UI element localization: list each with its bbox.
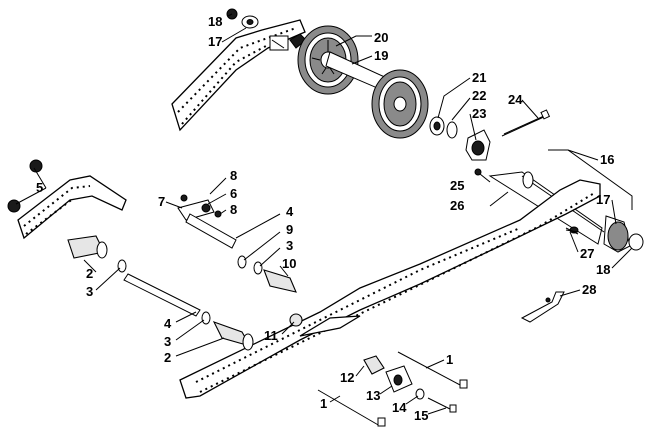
washer-14 [415,388,425,400]
washer-3-right [253,261,263,275]
bearing [429,116,445,136]
callout-18-right: 18 [596,262,610,277]
callout-17-right: 17 [596,192,610,207]
callout-24: 24 [508,92,523,107]
idler-wheel-right [371,69,429,139]
washer-9 [237,255,247,269]
washer-left-upper [117,259,127,273]
bolt-27 [565,227,579,235]
callout-5: 5 [36,180,43,195]
callout-10: 10 [282,256,296,271]
callout-27: 27 [580,246,594,261]
callout-12: 12 [340,370,354,385]
callout-1-left: 1 [320,396,327,411]
callout-17-top: 17 [208,34,222,49]
snap-ring [446,121,458,139]
bracket-16 [548,149,633,210]
callout-15: 15 [414,408,428,423]
callout-26: 26 [450,198,464,213]
callout-labels: 18 17 20 19 21 22 23 24 16 17 25 26 27 1… [36,14,614,423]
callout-25: 25 [450,178,464,193]
callout-20: 20 [374,30,388,45]
left-rail-segment [17,175,127,240]
long-shaft-left [123,273,201,317]
tube-10 [263,269,297,293]
block-12 [363,355,385,375]
callout-21: 21 [472,70,486,85]
callout-1-right: 1 [446,352,453,367]
callout-2-bottom: 2 [164,350,171,365]
callout-23: 23 [472,106,486,121]
callout-14: 14 [392,400,407,415]
tube-lower-left [212,321,254,351]
spacer-block [465,129,491,161]
callout-2-top: 2 [86,266,93,281]
callout-13: 13 [366,388,380,403]
callout-22: 22 [472,88,486,103]
callout-4-left: 4 [164,316,172,331]
long-bolt [501,109,551,137]
callout-9: 9 [286,222,293,237]
callout-7: 7 [158,194,165,209]
callout-11: 11 [264,328,278,343]
callout-4-right: 4 [286,204,294,219]
callout-8-top: 8 [230,168,237,183]
scissor-arm [177,194,237,249]
callout-28: 28 [582,282,596,297]
upper-bolt-1 [397,351,468,389]
washer-left-lower [201,311,211,325]
block-13 [385,365,413,393]
callout-19: 19 [374,48,388,63]
leader-lines [15,13,633,415]
nut-25 [474,168,482,176]
callout-18-top: 18 [208,14,222,29]
lower-bolt-1 [317,389,386,427]
callout-6: 6 [230,186,237,201]
callout-8-bottom: 8 [230,202,237,217]
callout-3-lower: 3 [164,334,171,349]
tube-upper-left [67,235,108,259]
bolt-15 [427,397,457,413]
upper-rail-segment [171,19,306,132]
bracket-28 [520,291,565,323]
callout-3-right: 3 [286,238,293,253]
callout-3-left: 3 [86,284,93,299]
callout-16: 16 [600,152,614,167]
main-slide-rail [179,179,601,399]
